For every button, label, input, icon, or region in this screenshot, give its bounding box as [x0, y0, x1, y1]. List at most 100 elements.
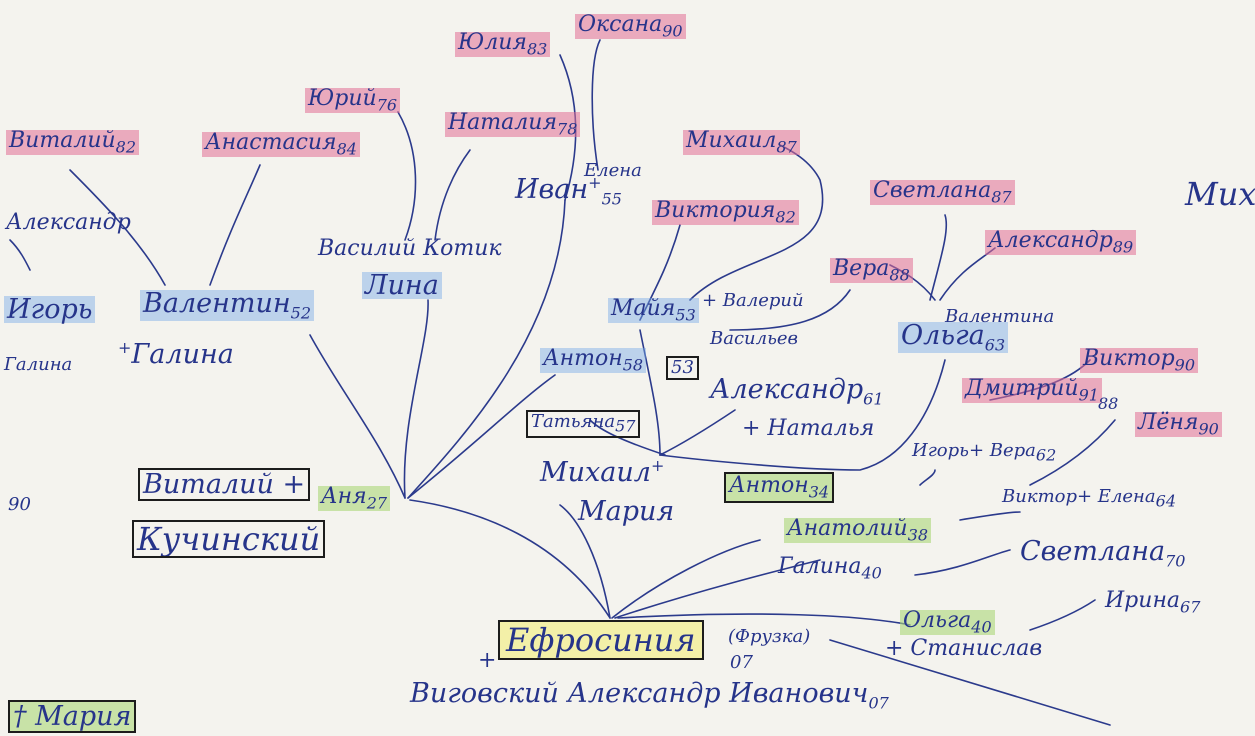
connector-line: [659, 409, 736, 456]
name-label: Наталия: [448, 110, 558, 135]
name-label: Майя: [611, 296, 676, 321]
person-kuchinskiy: Кучинский: [131, 520, 326, 558]
name-label: Александр: [710, 374, 864, 405]
age-label: 34: [808, 482, 830, 502]
person-ivan: Иван+55: [515, 175, 622, 207]
left-edge-age: 90: [8, 494, 31, 515]
person-elena: Елена: [584, 160, 642, 181]
age-label: 07: [868, 693, 889, 713]
age-label: 76: [376, 95, 398, 115]
person-efrosiniya-nickname: (Фрузка): [728, 626, 811, 647]
person-yuriy: Юрий76: [305, 86, 401, 115]
person-anatoliy: Анатолий38: [784, 516, 932, 545]
age-label: 70: [1165, 551, 1186, 571]
name-label: Вера: [833, 256, 890, 281]
age-label: 40: [861, 563, 882, 583]
name-label: Анастасия: [205, 130, 337, 155]
age-label: 27: [366, 493, 388, 513]
person-tatiana: Татьяна57: [525, 410, 641, 438]
age-label: 63: [984, 335, 1006, 355]
year-box: 53: [666, 356, 699, 380]
spouse-mark: +: [118, 338, 132, 357]
person-igor-right: Игорь+ Вера62: [912, 442, 1056, 464]
connector-line: [659, 359, 946, 471]
person-natalia: Наталия78: [445, 110, 581, 139]
name-label: Виталий +: [143, 469, 306, 500]
age-label: 84: [336, 139, 357, 159]
name-label: Михаил: [686, 128, 777, 153]
age-label: 55: [601, 189, 622, 209]
person-viktor: Виктор90: [1080, 348, 1199, 374]
age-note: 88: [1098, 394, 1119, 413]
connector-line: [639, 224, 681, 321]
name-label: Виктор: [1002, 486, 1077, 507]
person-efrosiniya: Ефросиния: [498, 620, 704, 660]
age-label: 83: [527, 39, 548, 59]
person-lyonya: Лёня90: [1135, 410, 1222, 438]
person-vasiliy-kotik: Василий Котик: [318, 236, 502, 261]
connector-line: [409, 499, 611, 619]
spouse-mark: +: [650, 456, 665, 475]
connector-line: [407, 374, 556, 499]
connector-line: [1029, 419, 1116, 486]
person-aleksandr-mid: Александр61: [710, 376, 884, 407]
person-efrosiniya-year: 07: [730, 652, 753, 673]
name-label: Антон: [543, 346, 623, 371]
person-stanislav: + Станислав: [885, 636, 1043, 661]
name-label: Галина: [131, 339, 234, 370]
name-label: Лёня: [1138, 410, 1199, 435]
age-label: 58: [622, 355, 644, 375]
connector-line: [209, 164, 261, 286]
connector-line: [9, 239, 31, 271]
person-olga-low: Ольга40: [900, 610, 995, 637]
name-label: Антон: [729, 473, 809, 498]
spouse-label: + Елена: [1077, 486, 1156, 507]
name-label: Галина: [778, 554, 862, 579]
person-anton-top: Антон58: [540, 346, 647, 375]
age-label: 89: [1112, 237, 1134, 257]
connector-line: [69, 169, 166, 286]
name-label: Юрий: [308, 86, 377, 111]
person-lina: Лина: [362, 272, 442, 299]
name-label: Виталий: [9, 128, 116, 153]
person-oksana: Оксана90: [575, 14, 686, 40]
person-igor-left: Игорь: [4, 296, 96, 323]
connector-line: [919, 469, 936, 486]
name-label: Игорь: [912, 440, 969, 461]
age-label: 61: [863, 389, 884, 409]
age-label: 52: [290, 303, 312, 323]
age-label: 64: [1155, 491, 1177, 511]
age-label: 53: [675, 305, 696, 325]
person-galina: +Галина: [118, 338, 234, 370]
person-irina: Ирина67: [1105, 590, 1200, 615]
person-svetlana-mid: Светлана70: [1020, 538, 1185, 569]
connector-line: [397, 111, 417, 241]
connector-line: [611, 539, 761, 619]
age-label: 38: [907, 525, 929, 545]
person-olga-top: Ольга63: [898, 322, 1009, 355]
age-label: 62: [1035, 445, 1057, 465]
age-label: 78: [557, 119, 578, 139]
name-label: Михаил: [540, 457, 651, 488]
person-maiya: Майя53: [608, 296, 699, 325]
connector-line: [309, 334, 406, 499]
person-aleksandr-right: Александр89: [985, 230, 1137, 257]
person-aleksandr-left: Александр: [6, 210, 131, 235]
name-label: Светлана: [873, 178, 992, 203]
spouse-mark: +: [588, 173, 602, 192]
connector-line: [589, 419, 666, 456]
name-label: Анатолий: [787, 516, 908, 541]
name-label: Валентин: [143, 288, 291, 319]
connector-line: [591, 39, 601, 171]
age-label: 57: [615, 416, 636, 436]
connector-line: [1029, 599, 1096, 631]
age-label: 82: [775, 207, 796, 227]
age-label: 40: [971, 617, 992, 637]
connector-line: [929, 214, 948, 301]
person-anastasia: Анастасия84: [202, 130, 360, 159]
person-valentin: Валентин52: [140, 288, 315, 323]
connector-line: [829, 639, 1111, 726]
connector-line: [617, 613, 911, 626]
age-label: 87: [991, 187, 1012, 207]
